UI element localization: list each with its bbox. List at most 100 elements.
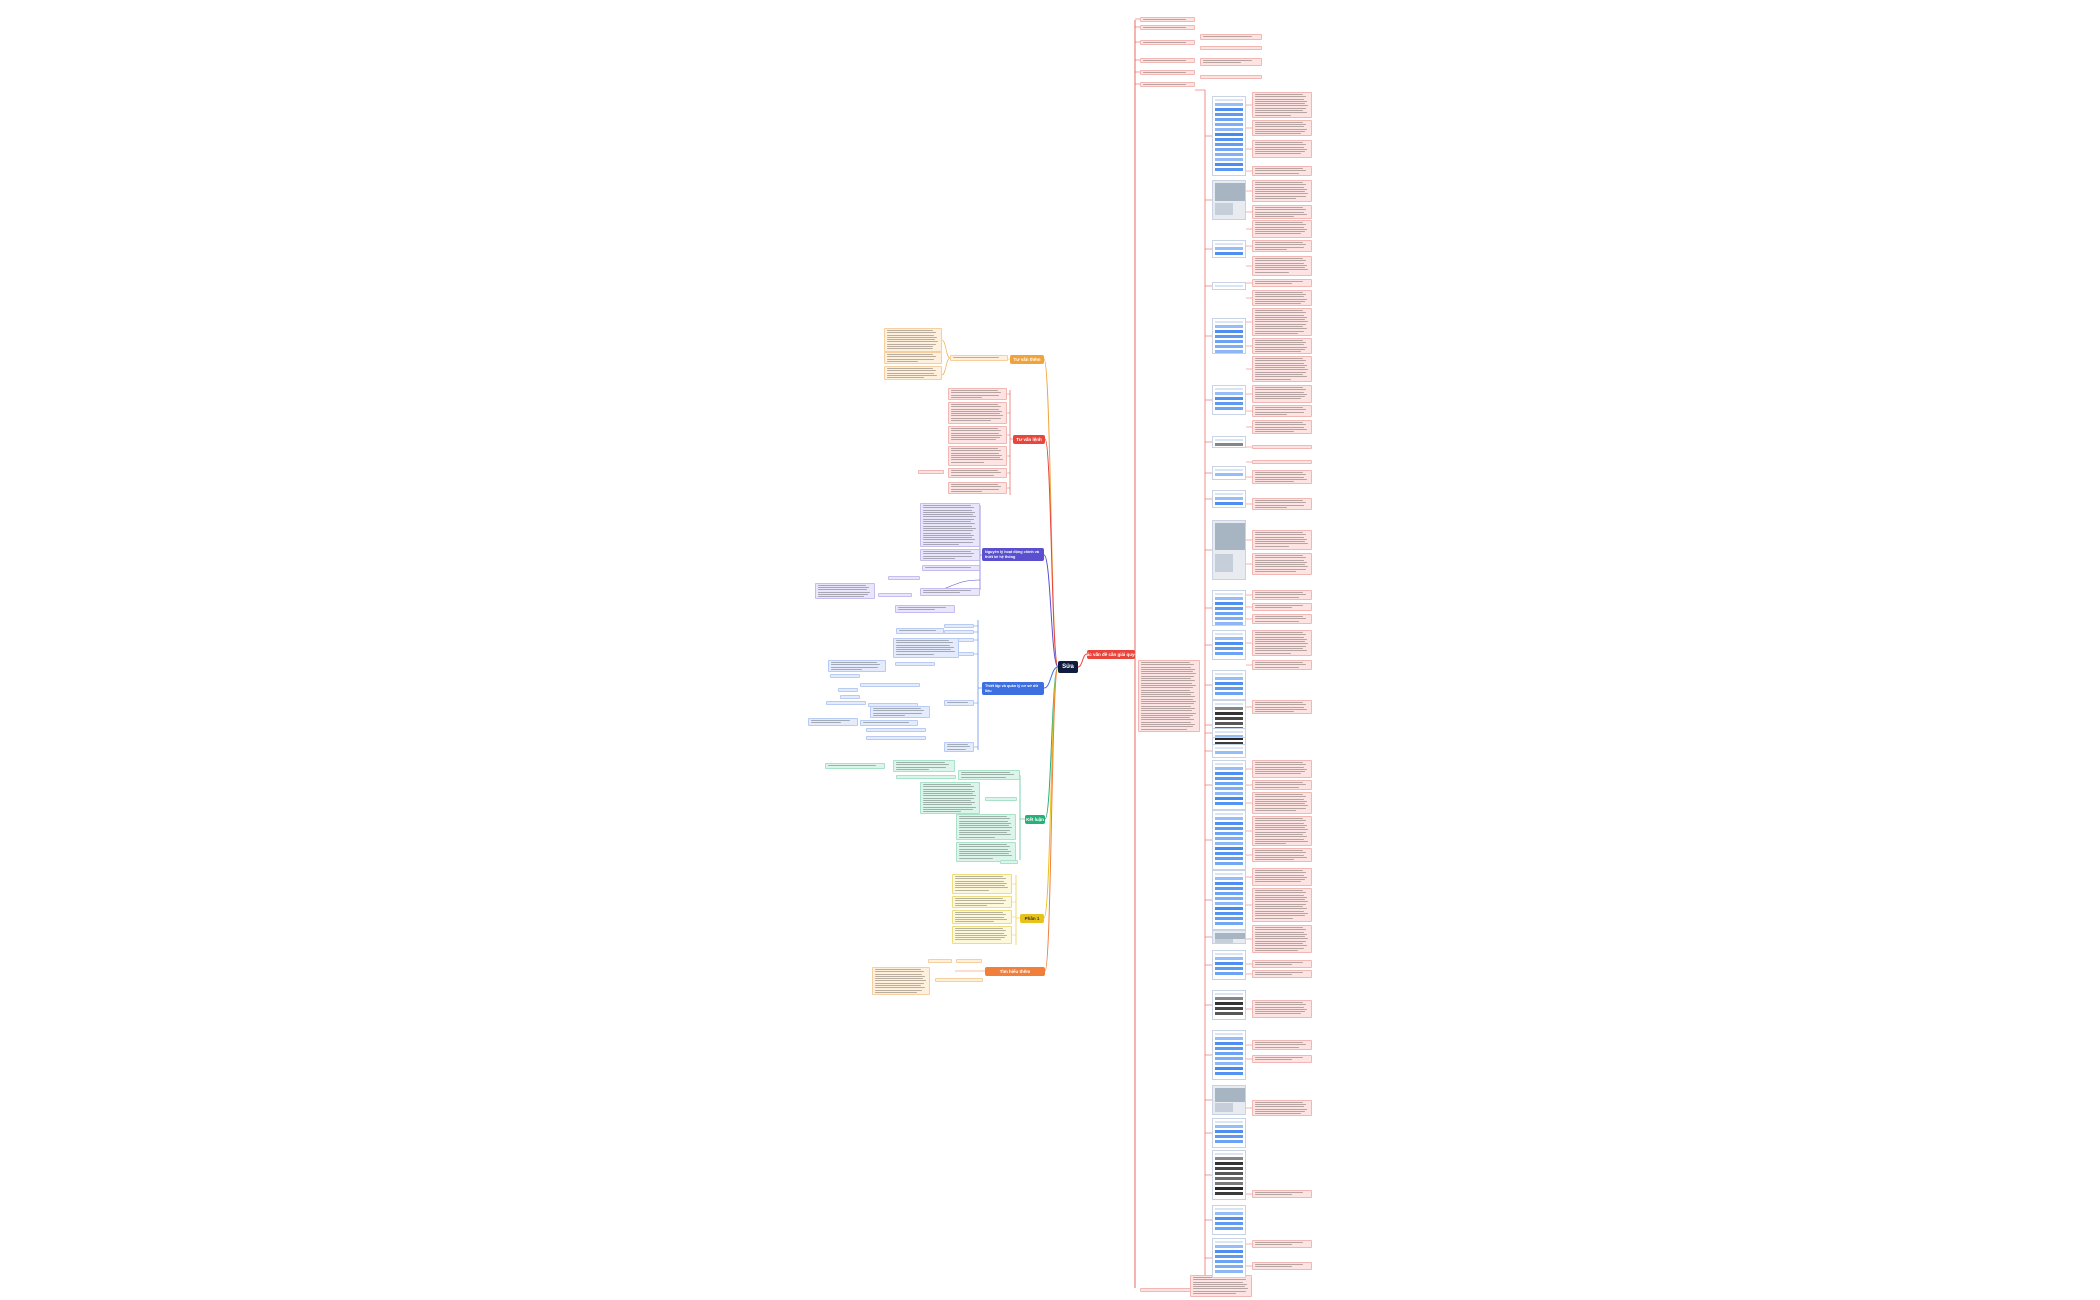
image-thumbnail[interactable] [1212, 1205, 1246, 1235]
text-node[interactable] [1138, 660, 1200, 732]
text-node[interactable] [952, 896, 1012, 908]
text-node[interactable] [1000, 860, 1018, 864]
text-node[interactable] [1252, 868, 1312, 886]
text-node[interactable] [1252, 385, 1312, 403]
text-node[interactable] [1252, 279, 1312, 287]
text-node[interactable] [948, 388, 1007, 400]
text-node[interactable] [860, 683, 920, 687]
image-thumbnail[interactable] [1212, 630, 1246, 660]
image-thumbnail[interactable] [1212, 728, 1246, 738]
text-node[interactable] [1252, 1100, 1312, 1116]
branch-conclusion[interactable]: Kết luận [1025, 815, 1045, 824]
text-node[interactable] [1252, 92, 1312, 118]
text-node[interactable] [1140, 82, 1195, 87]
text-node[interactable] [1200, 58, 1262, 66]
text-node[interactable] [944, 630, 974, 634]
branch-database[interactable]: Thiết lập và quản lý cơ sở dữ liệu [982, 682, 1044, 695]
text-node[interactable] [866, 728, 926, 732]
image-thumbnail[interactable] [1212, 1085, 1246, 1115]
text-node[interactable] [1140, 70, 1195, 75]
image-thumbnail[interactable] [1212, 700, 1246, 750]
text-node[interactable] [1252, 1190, 1312, 1198]
text-node[interactable] [884, 328, 942, 352]
image-thumbnail[interactable] [1212, 810, 1246, 870]
text-node[interactable] [830, 674, 860, 678]
text-node[interactable] [1252, 1240, 1312, 1248]
branch-principles[interactable]: Nguyên lý hoạt động chính và thiết kế hệ… [982, 548, 1044, 561]
text-node[interactable] [1252, 660, 1312, 670]
text-node[interactable] [1252, 405, 1312, 417]
text-node[interactable] [920, 549, 980, 561]
text-node[interactable] [1252, 180, 1312, 202]
text-node[interactable] [950, 355, 1008, 361]
text-node[interactable] [1252, 256, 1312, 276]
image-thumbnail[interactable] [1212, 1150, 1246, 1200]
text-node[interactable] [1252, 1262, 1312, 1270]
text-node[interactable] [952, 910, 1012, 924]
text-node[interactable] [896, 628, 944, 634]
text-node[interactable] [895, 605, 955, 613]
text-node[interactable] [1252, 460, 1312, 464]
image-thumbnail[interactable] [1212, 950, 1246, 980]
text-node[interactable] [826, 701, 866, 705]
image-thumbnail[interactable] [1212, 282, 1246, 290]
text-node[interactable] [1252, 760, 1312, 778]
text-node[interactable] [918, 470, 944, 474]
text-node[interactable] [948, 482, 1007, 494]
image-thumbnail[interactable] [1212, 180, 1246, 220]
branch-command-advice[interactable]: Tư vấn lệnh [1013, 435, 1045, 444]
image-thumbnail[interactable] [1212, 1238, 1246, 1278]
text-node[interactable] [1252, 630, 1312, 656]
text-node[interactable] [840, 695, 860, 699]
text-node[interactable] [944, 624, 974, 628]
text-node[interactable] [893, 760, 955, 772]
text-node[interactable] [866, 736, 926, 740]
text-node[interactable] [948, 468, 1007, 478]
text-node[interactable] [922, 565, 980, 571]
text-node[interactable] [935, 978, 983, 982]
text-node[interactable] [952, 874, 1012, 894]
text-node[interactable] [952, 926, 1012, 944]
text-node[interactable] [888, 576, 920, 580]
text-node[interactable] [1252, 338, 1312, 354]
image-thumbnail[interactable] [1212, 318, 1246, 354]
text-node[interactable] [948, 426, 1007, 444]
text-node[interactable] [872, 967, 930, 995]
image-thumbnail[interactable] [1212, 520, 1246, 580]
text-node[interactable] [1200, 46, 1262, 50]
image-thumbnail[interactable] [1212, 436, 1246, 448]
text-node[interactable] [1252, 120, 1312, 136]
text-node[interactable] [1252, 848, 1312, 862]
text-node[interactable] [1252, 205, 1312, 219]
text-node[interactable] [944, 700, 974, 706]
text-node[interactable] [1252, 1055, 1312, 1063]
text-node[interactable] [1252, 960, 1312, 968]
branch-learn-more[interactable]: Tìm hiểu thêm [985, 967, 1045, 976]
text-node[interactable] [1252, 970, 1312, 978]
text-node[interactable] [956, 959, 982, 963]
text-node[interactable] [1252, 1000, 1312, 1018]
text-node[interactable] [1252, 356, 1312, 382]
text-node[interactable] [825, 763, 885, 769]
image-thumbnail[interactable] [1212, 760, 1246, 810]
text-node[interactable] [985, 797, 1017, 801]
text-node[interactable] [870, 706, 930, 718]
text-node[interactable] [884, 366, 942, 380]
text-node[interactable] [1252, 290, 1312, 306]
text-node[interactable] [956, 842, 1016, 862]
text-node[interactable] [1252, 700, 1312, 714]
text-node[interactable] [828, 660, 886, 672]
text-node[interactable] [1252, 220, 1312, 238]
text-node[interactable] [1252, 1040, 1312, 1050]
text-node[interactable] [1252, 792, 1312, 814]
text-node[interactable] [1252, 614, 1312, 624]
text-node[interactable] [1140, 58, 1195, 63]
image-thumbnail[interactable] [1212, 240, 1246, 258]
text-node[interactable] [1252, 166, 1312, 176]
text-node[interactable] [1252, 530, 1312, 550]
text-node[interactable] [958, 770, 1020, 780]
text-node[interactable] [1252, 445, 1312, 449]
text-node[interactable] [815, 583, 875, 599]
text-node[interactable] [1200, 34, 1262, 40]
image-thumbnail[interactable] [1212, 870, 1246, 930]
